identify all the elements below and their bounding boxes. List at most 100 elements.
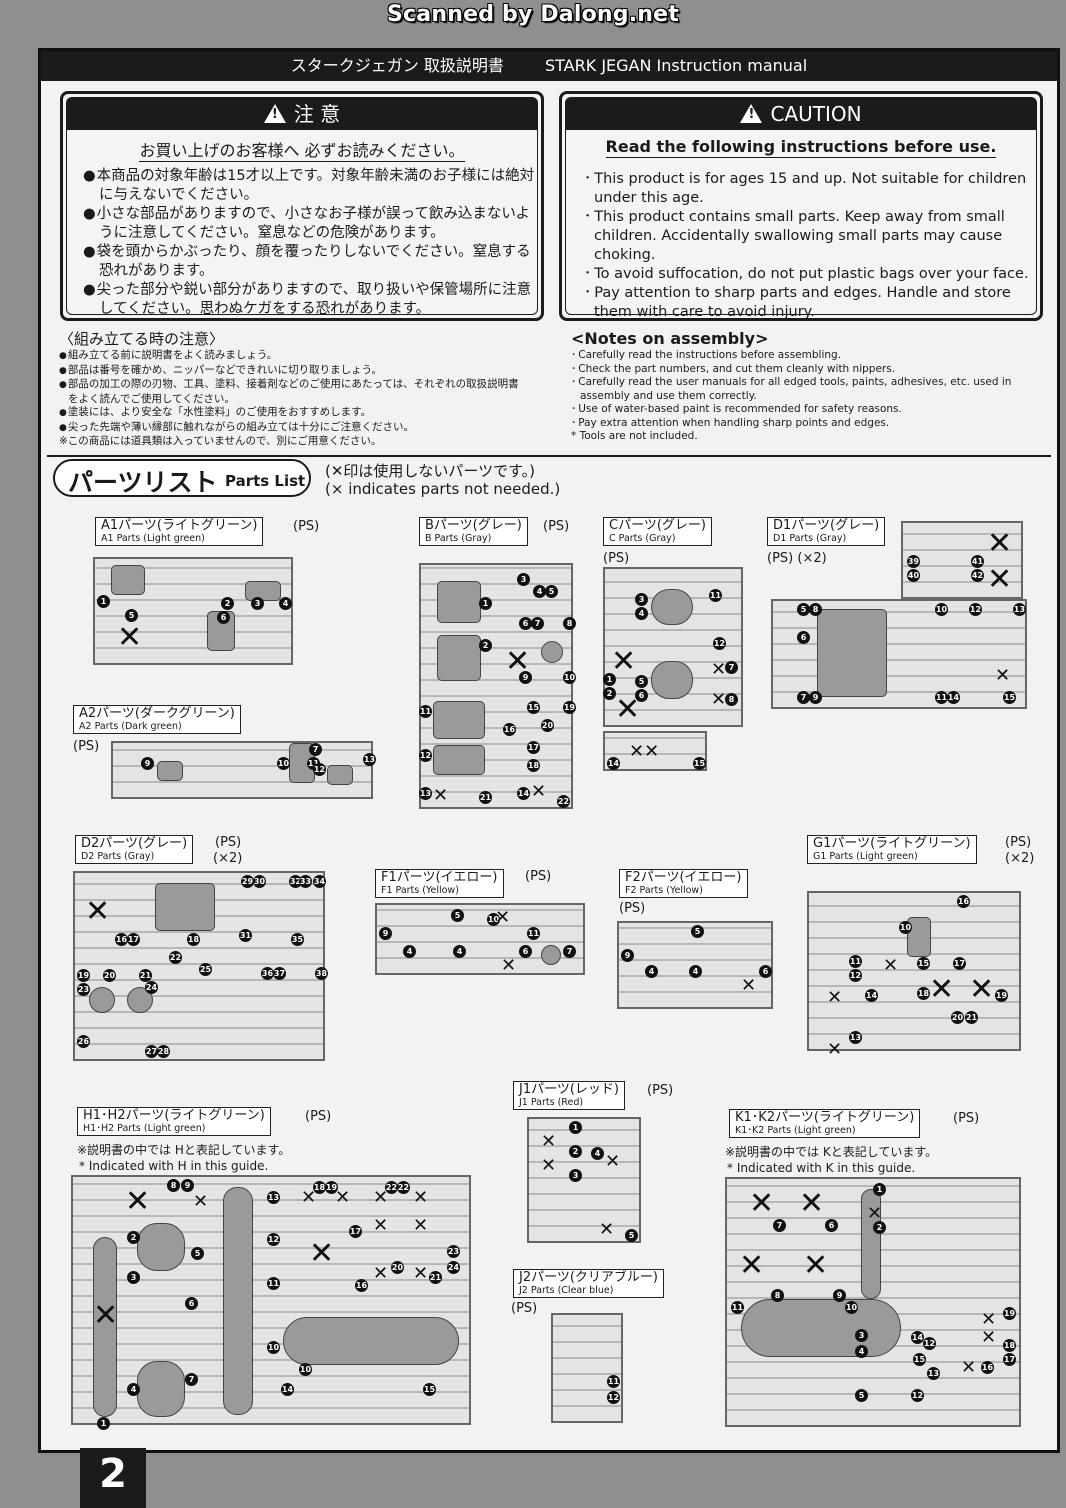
unused-part-x-icon: ✕ (605, 1151, 621, 1172)
part-number-marker: 18 (527, 759, 540, 772)
part-number-marker: 6 (797, 631, 810, 644)
unused-part-x-icon: ✕ (541, 1155, 557, 1176)
part-number-marker: 9 (141, 757, 154, 770)
unused-part-x-icon: ✕ (995, 665, 1011, 686)
unused-part-x-icon: ✕ (309, 1236, 335, 1271)
unused-part-x-icon: ✕ (711, 659, 727, 680)
unused-part-x-icon: ✕ (335, 1187, 351, 1208)
caution-title-jp: 注 意 (67, 98, 537, 130)
part-number-marker: 10 (267, 1341, 280, 1354)
runner-label-h: H1･H2パーツ(ライトグリーン)H1･H2 Parts (Light gree… (77, 1107, 271, 1136)
part-number-marker: 33 (299, 875, 312, 888)
runner-label-a1: A1パーツ(ライトグリーン)A1 Parts (Light green) (95, 517, 264, 546)
part-number-marker: 25 (199, 963, 212, 976)
unused-part-x-icon: ✕ (373, 1187, 389, 1208)
part-number-marker: 22 (169, 951, 182, 964)
caution-item: To avoid suffocation, do not put plastic… (584, 265, 1036, 284)
part-number-marker: 21 (139, 969, 152, 982)
unused-part-x-icon: ✕ (531, 781, 547, 802)
caution-item: This product contains small parts. Keep … (584, 208, 1036, 265)
part-number-marker: 11 (935, 691, 948, 704)
note-item: 尖った先端や薄い縁部に触れながらの組み立ては十分にご注意ください。 (59, 421, 529, 436)
part-number-marker: 3 (569, 1169, 582, 1182)
part-number-marker: 4 (453, 945, 466, 958)
part-number-marker: 17 (527, 741, 540, 754)
page-number: 2 (80, 1448, 146, 1508)
part-number-marker: 7 (773, 1219, 786, 1232)
runner-label-d2: D2パーツ(グレー)D2 Parts (Gray) (75, 835, 194, 864)
part-number-marker: 7 (797, 691, 810, 704)
part-number-marker: 3 (127, 1271, 140, 1284)
part-number-marker: 4 (645, 965, 658, 978)
part-number-marker: 5 (545, 585, 558, 598)
part-number-marker: 20 (541, 719, 554, 732)
caution-item: 本商品の対象年齢は15才以上です。対象年齢未満のお子様には絶対に与えないでくださ… (83, 167, 539, 205)
material-ps: (PS) (293, 519, 320, 534)
sprue-part (93, 1237, 117, 1417)
part-number-marker: 14 (911, 1331, 924, 1344)
part-number-marker: 10 (563, 671, 576, 684)
part-number-marker: 5 (691, 925, 704, 938)
runner-label-g1: G1パーツ(ライトグリーン)G1 Parts (Light green) (807, 835, 977, 864)
part-number-marker: 11 (527, 927, 540, 940)
part-number-marker: 3 (855, 1329, 868, 1342)
sprue-part (111, 565, 145, 595)
material-ps: (PS) (511, 1301, 538, 1316)
part-number-marker: 4 (689, 965, 702, 978)
part-number-marker: 20 (103, 969, 116, 982)
part-number-marker: 41 (971, 555, 984, 568)
part-number-marker: 18 (1003, 1339, 1016, 1352)
unused-part-x-icon: ✕ (741, 975, 757, 996)
part-number-marker: 31 (239, 929, 252, 942)
part-number-marker: 13 (849, 1031, 862, 1044)
unused-part-x-icon: ✕ (929, 972, 955, 1007)
part-number-marker: 19 (995, 989, 1008, 1002)
part-number-marker: 22 (557, 795, 570, 808)
material-ps: (PS) (647, 1083, 674, 1098)
material-ps: (PS) (215, 835, 242, 850)
part-number-marker: 4 (127, 1383, 140, 1396)
part-number-marker: 15 (913, 1353, 926, 1366)
runner-label-k: K1･K2パーツ(ライトグリーン)K1･K2 Parts (Light gree… (729, 1109, 921, 1138)
part-number-marker: 8 (809, 603, 822, 616)
part-number-marker: 8 (771, 1289, 784, 1302)
part-number-marker: 9 (181, 1179, 194, 1192)
part-number-marker: 26 (77, 1035, 90, 1048)
unused-part-x-icon: ✕ (117, 620, 143, 655)
part-number-marker: 2 (221, 597, 234, 610)
caution-item: Pay attention to sharp parts and edges. … (584, 284, 1036, 322)
part-number-marker: 27 (145, 1045, 158, 1058)
part-number-marker: 9 (833, 1289, 846, 1302)
part-number-marker: 21 (429, 1271, 442, 1284)
part-number-marker: 7 (563, 945, 576, 958)
caution-box-en: CAUTION Read the following instructions … (559, 91, 1043, 321)
part-number-marker: 3 (517, 573, 530, 586)
part-number-marker: 4 (533, 585, 546, 598)
material-ps: (PS) (×2) (767, 551, 827, 566)
part-number-marker: 4 (279, 597, 292, 610)
material-ps: (PS) (953, 1111, 980, 1126)
unused-part-x-icon: ✕ (961, 1357, 977, 1378)
part-number-marker: 14 (947, 691, 960, 704)
part-number-marker: 3 (635, 593, 648, 606)
part-number-marker: 7 (531, 617, 544, 630)
runner-b: 1 2 3 4 5 6 7 8 9 10 11 12 13 14 15 16 1… (419, 563, 576, 809)
unused-part-x-icon: ✕ (373, 1215, 389, 1236)
runner-label-j1: J1パーツ(レッド)J1 Parts (Red) (513, 1081, 625, 1110)
unused-part-x-icon: ✕ (93, 1298, 119, 1333)
runner-a2: 7 9 10 11 12 13 (111, 741, 376, 799)
part-number-marker: 14 (281, 1383, 294, 1396)
sprue-part (327, 765, 353, 785)
runner-note-en: * Indicated with K in this guide. (727, 1161, 916, 1175)
unused-part-x-icon: ✕ (501, 955, 517, 976)
sprue-part (223, 1187, 253, 1415)
sprue-part (817, 609, 887, 697)
part-number-marker: 6 (519, 945, 532, 958)
part-number-marker: 5 (125, 609, 138, 622)
part-number-marker: 17 (1003, 1353, 1016, 1366)
part-number-marker: 12 (267, 1233, 280, 1246)
runner-d1: 5 8 6 7 9 10 11 14 12 13 15 ✕ (771, 599, 1027, 709)
part-number-marker: 34 (313, 875, 326, 888)
material-ps: (PS) (603, 551, 630, 566)
part-number-marker: 17 (349, 1225, 362, 1238)
